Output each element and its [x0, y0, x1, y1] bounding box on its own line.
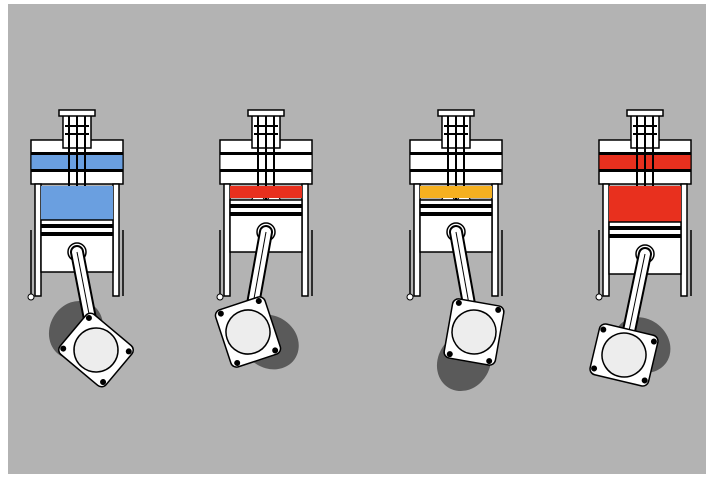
cap-bolt	[641, 377, 648, 384]
cylinder-compression	[214, 109, 313, 370]
cap-bolt	[125, 348, 132, 355]
valve-cap	[626, 109, 664, 117]
cap-bolt	[255, 298, 262, 305]
cap-bolt	[272, 347, 279, 354]
crank-pin	[73, 327, 119, 373]
crank-pin	[225, 309, 271, 355]
combustion-chamber	[41, 186, 113, 220]
cap-bolt	[234, 359, 241, 366]
crank-pin	[601, 332, 647, 378]
animation-panel	[8, 4, 706, 474]
cap-bolt	[591, 365, 598, 372]
cylinder-wall-right	[112, 183, 120, 297]
piston-ring	[230, 212, 302, 216]
cylinder-exhaust	[589, 109, 692, 387]
cap-bolt	[495, 306, 502, 313]
bolt	[406, 293, 414, 301]
piston-ring	[230, 204, 302, 208]
cylinder-wall-left	[413, 183, 421, 297]
cylinder-wall-right	[680, 183, 688, 297]
cap-bolt	[486, 358, 493, 365]
bolt	[27, 293, 35, 301]
cylinder-wall-left	[34, 183, 42, 297]
combustion-chamber	[609, 186, 681, 222]
valve-cap	[437, 109, 475, 117]
piston-ring	[420, 204, 492, 208]
crank-pin	[451, 309, 497, 355]
cylinder-wall-left	[223, 183, 231, 297]
piston-ring	[41, 224, 113, 228]
valve-cap	[247, 109, 285, 117]
cap-bolt	[455, 299, 462, 306]
piston-ring	[609, 226, 681, 230]
piston-ring	[41, 232, 113, 236]
bolt	[595, 293, 603, 301]
cap-bolt	[85, 314, 92, 321]
combustion-chamber	[230, 186, 302, 198]
cylinder-wall-right	[301, 183, 309, 297]
combustion-chamber	[420, 186, 492, 198]
valve-cap	[58, 109, 96, 117]
cap-bolt	[650, 338, 657, 345]
big-end	[214, 296, 282, 368]
cap-bolt	[60, 345, 67, 352]
cap-bolt	[600, 326, 607, 333]
piston-ring	[609, 234, 681, 238]
cylinder-power	[406, 109, 505, 392]
piston-ring	[420, 212, 492, 216]
big-end	[443, 298, 505, 366]
cap-bolt	[446, 351, 453, 358]
cap-bolt	[100, 379, 107, 386]
big-end	[58, 312, 134, 388]
bolt	[216, 293, 224, 301]
cylinder-wall-left	[602, 183, 610, 297]
big-end	[589, 323, 659, 387]
cylinder-wall-right	[491, 183, 499, 297]
cap-bolt	[217, 310, 224, 317]
cylinder-intake	[27, 109, 134, 388]
